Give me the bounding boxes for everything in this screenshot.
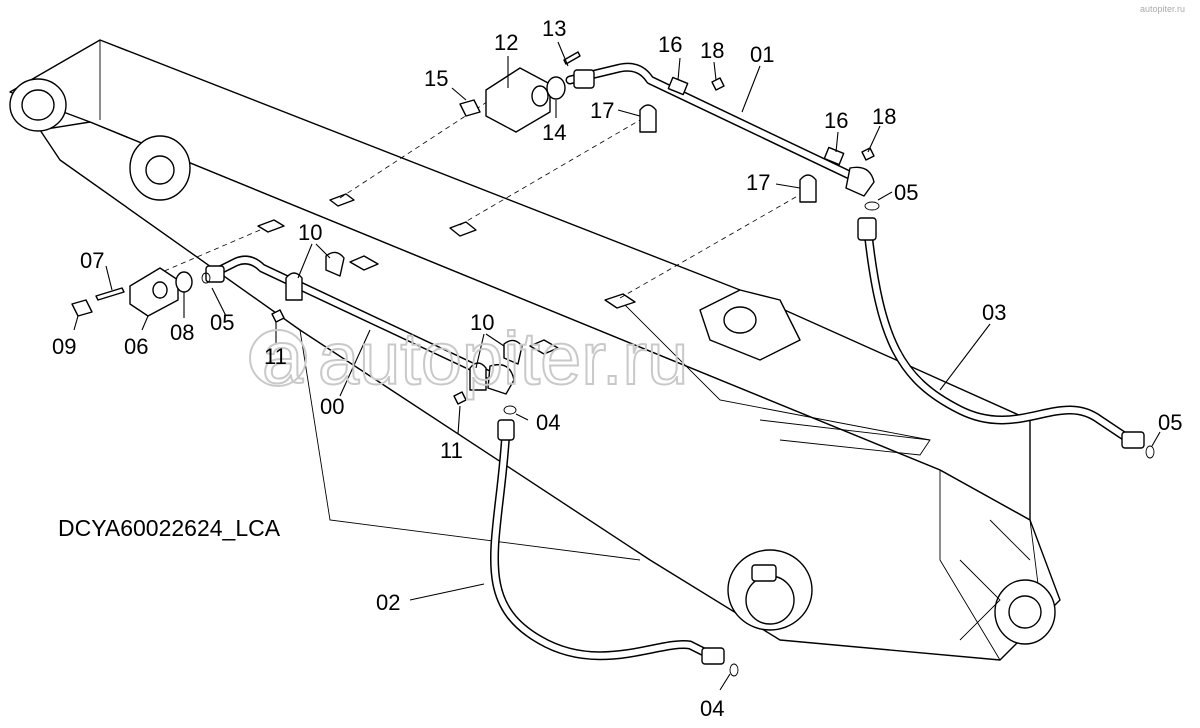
callout-09: 09 bbox=[52, 334, 76, 359]
callout-01: 01 bbox=[750, 42, 774, 67]
arm-side-face bbox=[39, 121, 1061, 661]
callout-05-lower-pipe: 05 bbox=[210, 310, 234, 335]
pipe-00-assembly bbox=[71, 251, 523, 405]
callout-06: 06 bbox=[124, 334, 148, 359]
diagram-code: DCYA60022624_LCA bbox=[58, 515, 281, 541]
block-12 bbox=[485, 67, 551, 133]
hose-02 bbox=[490, 405, 739, 677]
callout-16-lower: 16 bbox=[824, 108, 848, 133]
callout-10-right: 10 bbox=[470, 310, 494, 335]
corner-mark: autopiter.ru bbox=[1140, 4, 1185, 14]
callout-17-upper: 17 bbox=[590, 98, 614, 123]
pipe-01-assembly bbox=[459, 51, 875, 203]
callout-11-left: 11 bbox=[264, 344, 287, 369]
callout-03: 03 bbox=[982, 300, 1006, 325]
callout-04-upper: 04 bbox=[536, 410, 560, 435]
callout-05-hose-03: 05 bbox=[1158, 410, 1182, 435]
callout-02: 02 bbox=[376, 590, 400, 615]
callout-14: 14 bbox=[542, 120, 566, 145]
hose-03 bbox=[857, 201, 1155, 459]
callout-07: 07 bbox=[80, 248, 104, 273]
boom-arm bbox=[9, 39, 1061, 661]
attachment-lines bbox=[147, 99, 809, 299]
callout-05-upper-pipe: 05 bbox=[894, 180, 918, 205]
callout-04-lower: 04 bbox=[700, 696, 724, 721]
callout-18-lower: 18 bbox=[872, 104, 896, 129]
callout-11-right: 11 bbox=[440, 438, 463, 463]
callout-17-lower: 17 bbox=[746, 170, 770, 195]
watermark-text: autopiter.ru bbox=[318, 317, 688, 400]
callout-18-upper: 18 bbox=[700, 38, 724, 63]
callout-15: 15 bbox=[424, 66, 448, 91]
callout-12: 12 bbox=[494, 30, 518, 55]
callout-08: 08 bbox=[170, 320, 194, 345]
leader-lines bbox=[73, 41, 1161, 691]
callout-16-upper: 16 bbox=[658, 32, 682, 57]
callout-labels: 00 01 02 03 04 04 05 05 05 06 07 08 09 1… bbox=[52, 16, 1182, 721]
svg-text:a: a bbox=[262, 316, 304, 399]
callout-00: 00 bbox=[320, 394, 344, 419]
callout-10-left: 10 bbox=[298, 220, 322, 245]
callout-13: 13 bbox=[542, 16, 566, 41]
watermark: a autopiter.ru bbox=[249, 315, 689, 401]
